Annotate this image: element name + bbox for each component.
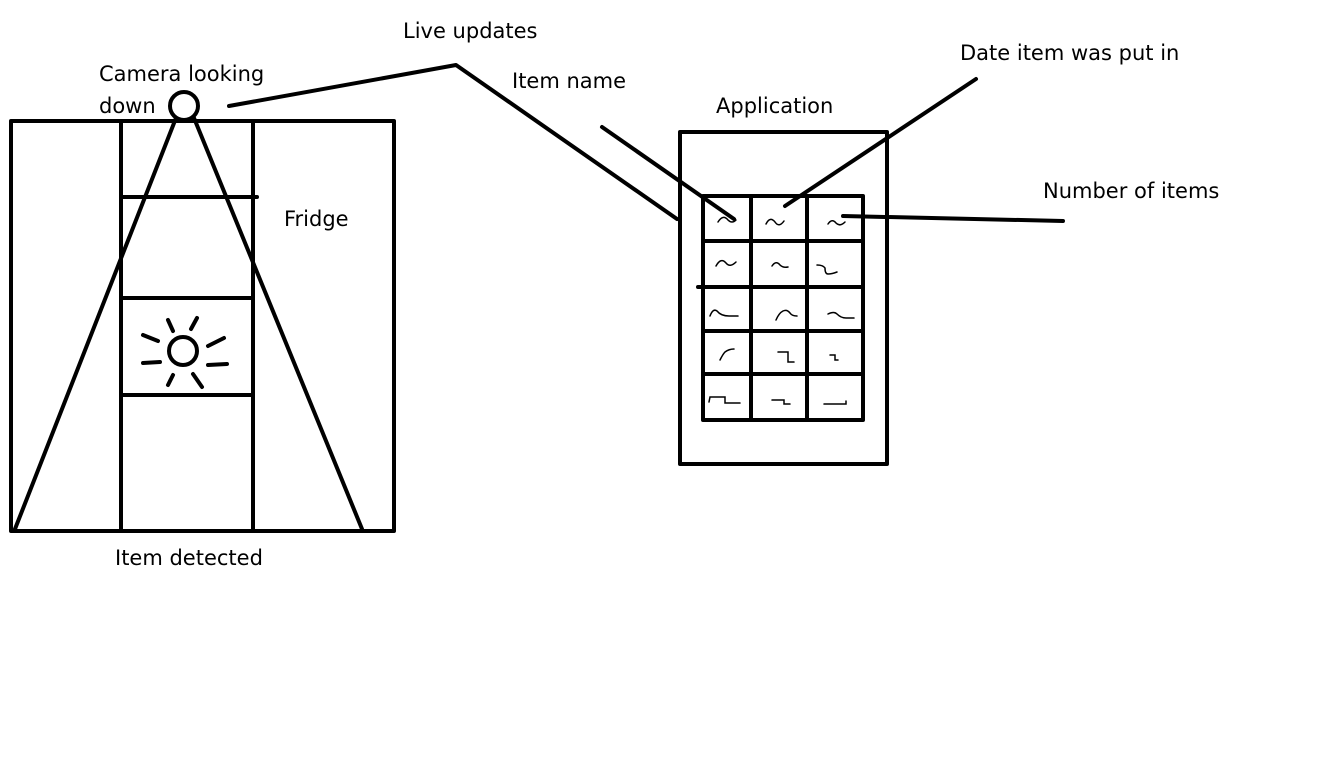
date-item-put-in-label: Date item was put in — [960, 41, 1180, 65]
number-of-items-label: Number of items — [1043, 179, 1220, 203]
fridge-outline — [9, 119, 396, 533]
item-name-pointer — [600, 125, 736, 221]
camera-label: Camera looking down — [99, 58, 264, 122]
live-updates-label: Live updates — [403, 19, 538, 43]
camera-view-left — [13, 116, 178, 531]
cell-squiggle — [715, 259, 737, 267]
cell-squiggle — [765, 218, 785, 226]
item-name-label: Item name — [512, 69, 627, 93]
camera-label-line1: Camera looking — [99, 62, 265, 86]
cell-squiggle — [823, 400, 847, 405]
cell-squiggle — [816, 264, 838, 275]
number-of-items-pointer — [841, 214, 1065, 223]
camera-view-right — [192, 116, 364, 531]
grid-cell-squiggles — [708, 216, 855, 405]
cell-squiggle — [771, 262, 789, 268]
cell-squiggle — [771, 399, 791, 405]
sun-light-icon — [141, 316, 229, 389]
fridge-label: Fridge — [284, 207, 349, 231]
camera-label-line2: down — [99, 94, 156, 118]
application-grid — [696, 194, 865, 422]
cell-squiggle — [709, 309, 739, 317]
live-updates-connector — [227, 63, 679, 221]
cell-squiggle — [775, 309, 798, 321]
cell-squiggle — [717, 216, 737, 223]
cell-squiggle — [777, 351, 795, 363]
item-detected-label: Item detected — [115, 546, 263, 570]
cell-squiggle — [829, 354, 839, 361]
cell-squiggle — [827, 311, 855, 319]
cell-squiggle — [719, 348, 735, 361]
cell-squiggle — [708, 396, 741, 404]
camera-circle-icon — [168, 90, 200, 122]
cell-squiggle — [827, 220, 846, 226]
application-label: Application — [716, 94, 834, 118]
date-pointer — [783, 77, 978, 208]
application-frame — [678, 130, 889, 466]
